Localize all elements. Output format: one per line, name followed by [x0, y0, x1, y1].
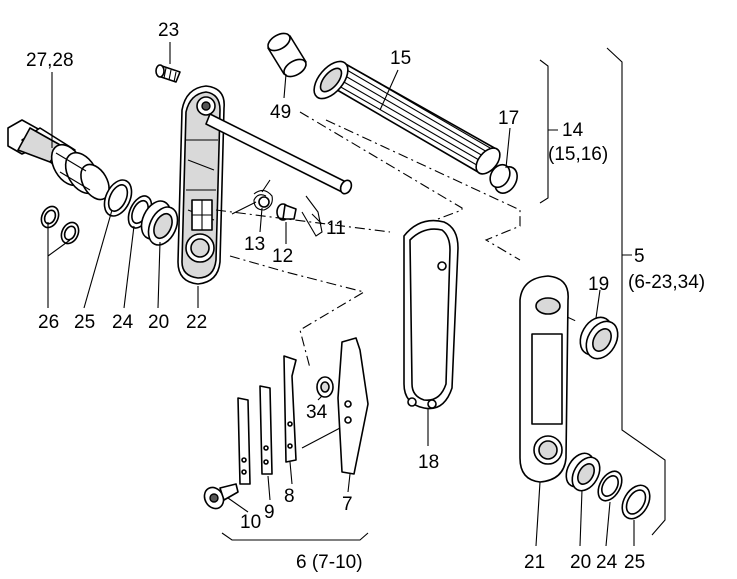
- label-14-sub: (15,16): [548, 144, 608, 165]
- bushing-17: [489, 163, 518, 194]
- o-rings-26: [40, 205, 80, 245]
- label-9: 9: [264, 502, 275, 523]
- label-34: 34: [306, 402, 328, 423]
- label-22: 22: [186, 312, 207, 333]
- label-10: 10: [240, 512, 261, 533]
- bearing-20-left: [140, 200, 179, 246]
- label-15: 15: [390, 48, 411, 69]
- snap-ring-25-right: [621, 484, 651, 520]
- label-24-right: 24: [596, 552, 618, 573]
- pin-12: [276, 203, 297, 221]
- bracket-14: [539, 59, 558, 204]
- blade-9: [259, 385, 273, 475]
- bracket-5: [606, 47, 666, 536]
- label-8: 8: [284, 486, 295, 507]
- bearing-19: [579, 316, 619, 360]
- shaft-27-28: [7, 119, 110, 201]
- label-27-28: 27,28: [26, 50, 74, 71]
- leader-lines: [47, 42, 635, 547]
- bearing-20-right: [565, 452, 601, 492]
- label-12: 12: [272, 246, 293, 267]
- washer-34: [316, 376, 334, 398]
- label-20-left: 20: [148, 312, 169, 333]
- blade-leader: [301, 427, 341, 449]
- ring-24-right: [597, 470, 623, 502]
- spline-shaft-15: [313, 60, 501, 175]
- blade-strip: [237, 397, 251, 485]
- label-21: 21: [524, 552, 545, 573]
- wire-11: [301, 195, 323, 237]
- bolt-10: [203, 483, 239, 510]
- label-25-left: 25: [74, 312, 95, 333]
- label-20-right: 20: [570, 552, 591, 573]
- guide-shaft: [205, 113, 353, 195]
- label-24-left: 24: [112, 312, 134, 333]
- bracket-6: [221, 532, 369, 541]
- label-14: 14: [562, 120, 584, 141]
- label-18: 18: [418, 452, 439, 473]
- blade-7: [337, 337, 369, 475]
- label-25-right: 25: [624, 552, 645, 573]
- label-17: 17: [498, 108, 519, 129]
- axis-line-plate: [215, 209, 391, 369]
- collar-49: [267, 32, 307, 78]
- label-6: 6 (7-10): [296, 552, 363, 573]
- label-26: 26: [38, 312, 59, 333]
- screw-23: [155, 64, 181, 83]
- label-49: 49: [270, 102, 291, 123]
- blade-8: [283, 355, 297, 463]
- label-5-sub: (6-23,34): [628, 272, 705, 293]
- label-13: 13: [244, 234, 265, 255]
- axis-line-15: [299, 111, 521, 261]
- label-23: 23: [158, 20, 179, 41]
- plate-22: [177, 85, 225, 285]
- label-11: 11: [326, 218, 346, 239]
- spring-13: [231, 179, 273, 215]
- gasket-18: [403, 219, 459, 410]
- label-5: 5: [634, 246, 645, 267]
- label-19: 19: [588, 274, 609, 295]
- plate-21: [519, 275, 569, 483]
- label-7: 7: [342, 494, 353, 515]
